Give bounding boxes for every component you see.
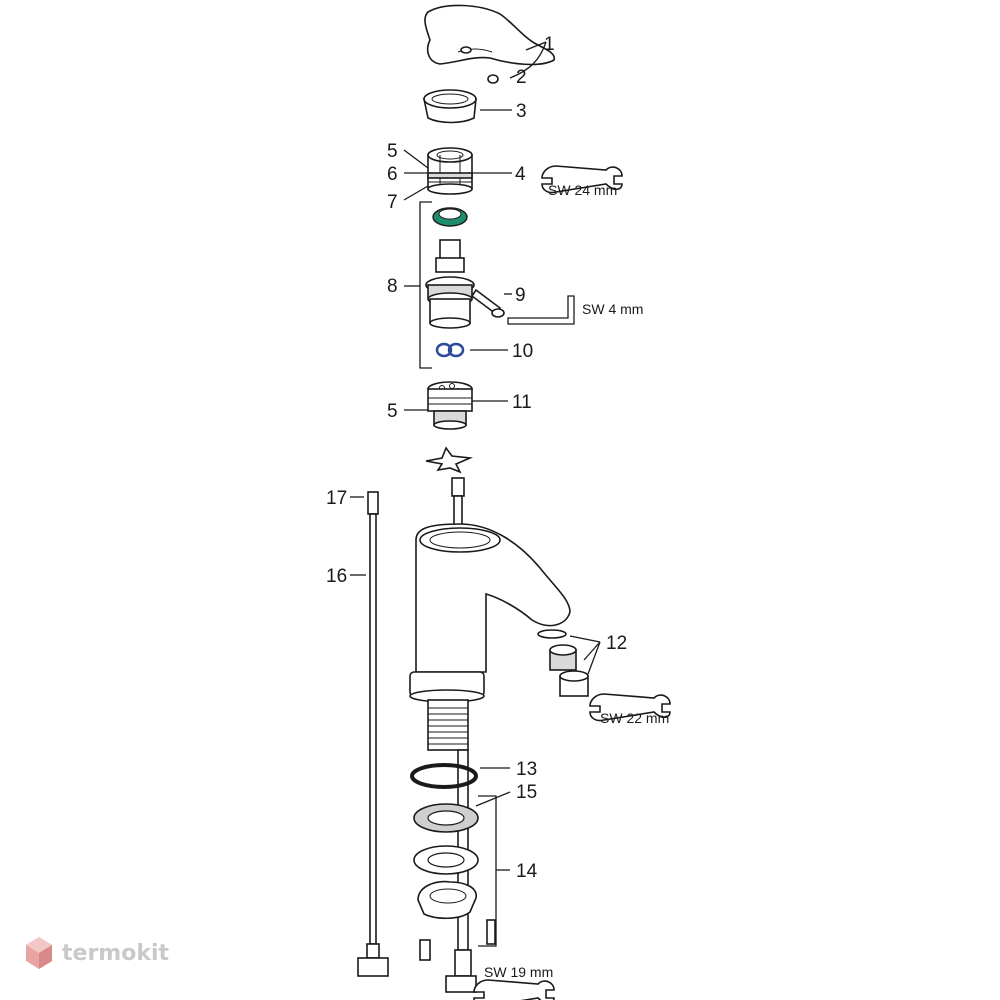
callout-16: 16 (326, 566, 347, 587)
faucet-body (409, 523, 571, 751)
callout-8: 8 (387, 276, 398, 297)
callout-5b: 5 (387, 401, 398, 422)
tool-label-sw24: SW 24 mm (548, 182, 617, 198)
watermark: termokit (24, 936, 169, 970)
gasket-13 (410, 763, 478, 789)
screw-9 (470, 288, 505, 318)
callout-12: 12 (606, 633, 627, 654)
callout-9: 9 (515, 285, 526, 306)
callout-14: 14 (516, 861, 538, 882)
leader-lines (350, 41, 601, 947)
cover-ring (423, 89, 477, 124)
screw-left (419, 939, 431, 961)
wrench-24-icon (541, 165, 623, 194)
callout-6: 6 (387, 164, 398, 185)
callout-2: 2 (516, 67, 527, 88)
callout-17: 17 (326, 488, 347, 509)
callout-7: 7 (387, 192, 398, 213)
cross-clip (425, 446, 474, 474)
callout-15: 15 (516, 782, 537, 803)
screw-right (486, 919, 496, 945)
supply-hose (357, 491, 389, 977)
cartridge (425, 239, 475, 329)
o-rings-10 (435, 342, 465, 358)
set-screw-2 (487, 74, 499, 84)
stop-unit (427, 381, 473, 430)
callout-11: 11 (512, 392, 532, 413)
callout-3: 3 (516, 101, 527, 122)
wrench-19-icon (473, 979, 555, 1000)
callout-10: 10 (512, 341, 533, 362)
tool-label-sw4: SW 4 mm (582, 301, 643, 317)
callout-4: 4 (515, 164, 526, 185)
washer-14 (413, 845, 479, 875)
cartridge-ring-green (432, 207, 468, 227)
wrench-22-icon (589, 693, 671, 722)
tool-label-sw22: SW 22 mm (600, 710, 669, 726)
washer-15 (413, 803, 479, 833)
callout-1: 1 (544, 34, 555, 55)
tool-label-sw19: SW 19 mm (484, 964, 553, 980)
hexagon-logo-icon (26, 937, 52, 969)
mounting-bracket (417, 880, 477, 920)
callout-5a: 5 (387, 141, 398, 162)
bonnet-nut (427, 147, 473, 195)
handle-lever (424, 4, 556, 66)
hex-key-icon (507, 295, 575, 325)
aerator-parts (537, 629, 589, 697)
watermark-text: termokit (62, 940, 170, 966)
callout-13: 13 (516, 759, 537, 780)
